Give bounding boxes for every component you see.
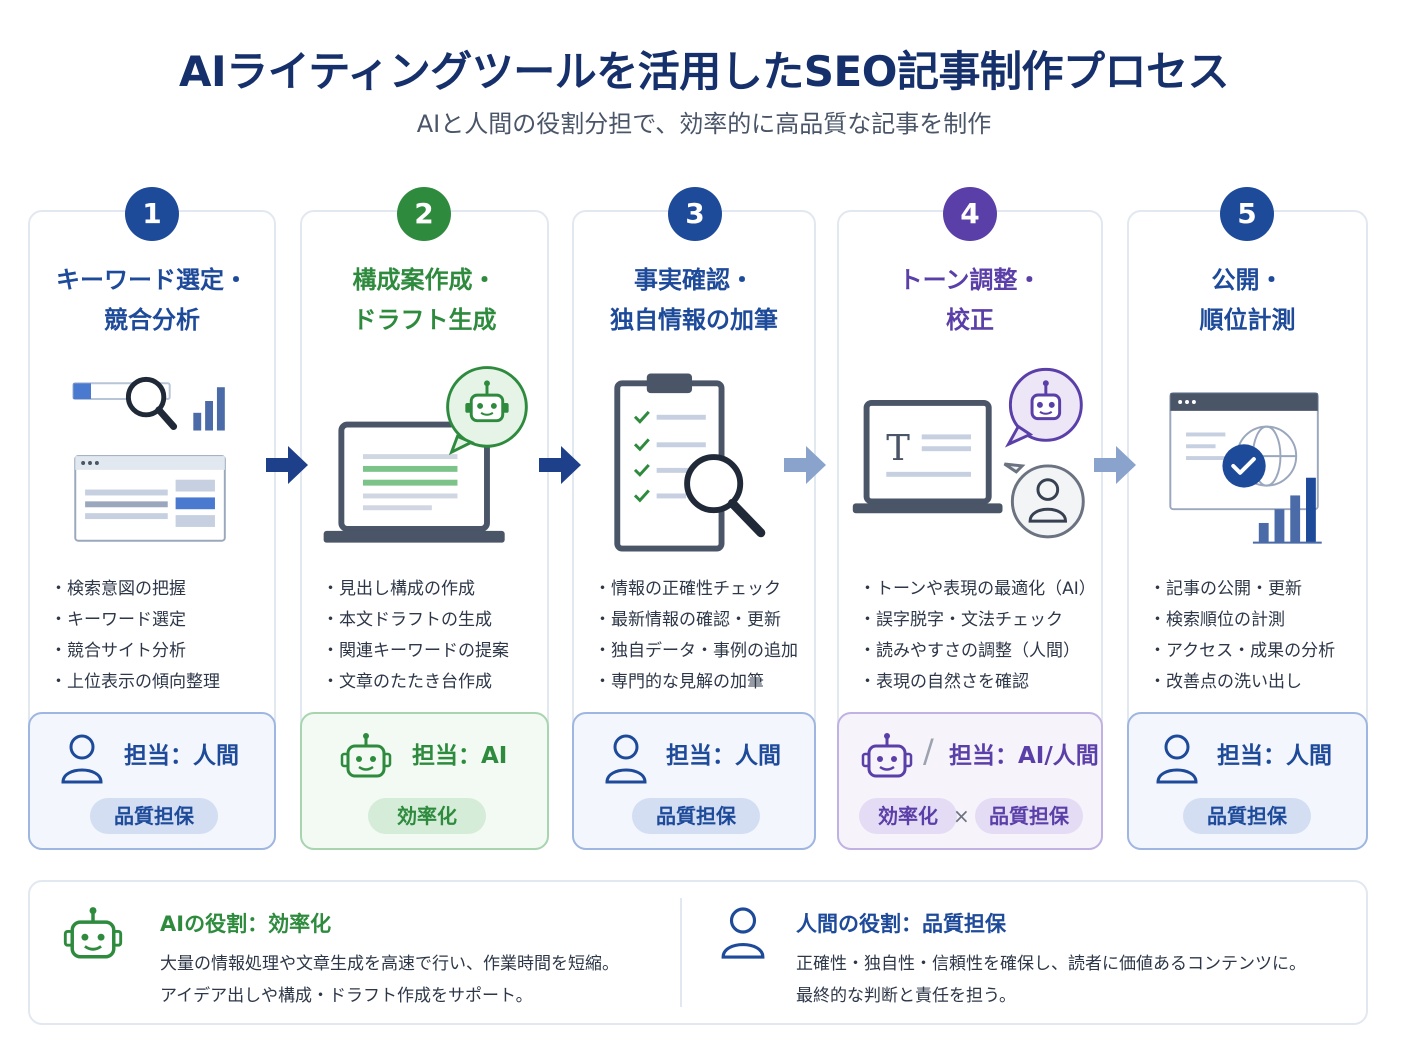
human-role-heading: 人間の役割：品質担保 xyxy=(796,912,1006,936)
role-box: 担当：人間 品質担保 xyxy=(1127,712,1368,850)
laptop-robot-icon xyxy=(323,366,528,543)
efficiency-pill: 効率化 xyxy=(859,798,957,834)
step-title: 構成案作成・ ドラフト生成 xyxy=(352,266,497,334)
role-label: 担当：人間 xyxy=(1217,743,1332,769)
role-label: 担当：AI xyxy=(412,743,508,769)
text-editor-icon: T xyxy=(852,367,1085,539)
step-number-2: 2 xyxy=(397,187,451,241)
arrow-right-icon xyxy=(539,446,581,484)
role-box: 担当：人間 品質担保 xyxy=(28,712,276,850)
step-title: トーン調整・ 校正 xyxy=(898,266,1042,334)
quality-pill: 品質担保 xyxy=(90,798,218,834)
person-icon xyxy=(721,907,765,959)
step-number-4: 4 xyxy=(943,187,997,241)
role-box: 担当：AI 効率化 xyxy=(300,712,549,850)
role-summary-panel: AIの役割：効率化 大量の情報処理や文章生成を高速で行い、作業時間を短縮。 アイ… xyxy=(28,880,1368,1025)
role-label: 担当：人間 xyxy=(666,743,781,769)
robot-icon xyxy=(63,907,123,959)
step-card-3: 事実確認・ 独自情報の加筆 情報の正確性チェック 最新情報の確認・更新 独自デー… xyxy=(572,210,816,850)
role-label: 担当：人間 xyxy=(124,743,239,769)
svg-text:T: T xyxy=(886,428,910,469)
person-icon xyxy=(61,734,103,784)
step-title: キーワード選定・ 競合分析 xyxy=(56,266,248,334)
ai-role-description: 大量の情報処理や文章生成を高速で行い、作業時間を短縮。 アイデア出しや構成・ドラ… xyxy=(160,954,619,1006)
step-card-5: 公開・ 順位計測 記事の公開・更新 検索順位の計測 アクセス・成果の分析 改善点… xyxy=(1127,210,1368,850)
person-icon xyxy=(1156,734,1198,784)
step-bullets: 検索意図の把握 キーワード選定 競合サイト分析 上位表示の傾向整理 xyxy=(50,574,268,698)
step-bullets: 記事の公開・更新 検索順位の計測 アクセス・成果の分析 改善点の洗い出し xyxy=(1149,574,1360,698)
step-bullets: 情報の正確性チェック 最新情報の確認・更新 独自データ・事例の追加 専門的な見解… xyxy=(594,574,808,698)
step-number-1: 1 xyxy=(125,187,179,241)
quality-pill: 品質担保 xyxy=(975,798,1083,834)
human-role-description: 正確性・独自性・信頼性を確保し、読者に価値あるコンテンツに。 最終的な判断と責任… xyxy=(796,954,1306,1006)
ai-role-heading: AIの役割：効率化 xyxy=(160,912,332,936)
step-bullets: 見出し構成の作成 本文ドラフトの生成 関連キーワードの提案 文章のたたき台作成 xyxy=(322,574,541,698)
publish-globe-icon xyxy=(1169,392,1322,544)
step-card-2: 構成案作成・ ドラフト生成 見出し構成の作成 本文ドラフトの生成 関連キーワード… xyxy=(300,210,549,850)
summary-divider xyxy=(680,898,682,1007)
efficiency-pill: 効率化 xyxy=(368,798,486,834)
person-icon xyxy=(605,734,647,784)
arrow-right-icon xyxy=(1094,446,1136,484)
robot-icon xyxy=(340,733,392,778)
page-title: AIライティングツールを活用したSEO記事制作プロセス xyxy=(179,47,1229,96)
quality-pill: 品質担保 xyxy=(1183,798,1311,834)
step-number-3: 3 xyxy=(668,187,722,241)
slash-divider: / xyxy=(923,732,934,770)
robot-icon xyxy=(861,733,913,778)
page-subtitle: AIと人間の役割分担で、効率的に高品質な記事を制作 xyxy=(416,110,992,138)
keyword-search-icon xyxy=(72,376,226,542)
quality-pill: 品質担保 xyxy=(632,798,760,834)
times-symbol: × xyxy=(953,804,970,828)
clipboard-check-icon xyxy=(614,373,766,552)
step-title: 事実確認・ 独自情報の加筆 xyxy=(610,266,778,334)
role-box: / 担当：AI/人間 効率化 × 品質担保 xyxy=(837,712,1103,850)
arrow-right-icon xyxy=(266,446,308,484)
step-number-5: 5 xyxy=(1220,187,1274,241)
role-label: 担当：AI/人間 xyxy=(949,743,1099,769)
step-bullets: トーンや表現の最適化（AI） 誤字脱字・文法チェック 読みやすさの調整（人間） … xyxy=(859,574,1096,698)
step-title: 公開・ 順位計測 xyxy=(1199,266,1296,334)
step-card-1: キーワード選定・ 競合分析 検索意図の把握 キーワード選定 競合サイト分析 上位… xyxy=(28,210,276,850)
role-box: 担当：人間 品質担保 xyxy=(572,712,816,850)
arrow-right-icon xyxy=(784,446,826,484)
step-card-4: トーン調整・ 校正 T トーンや表現の最適化（AI） 誤字脱字・文法チェック 読… xyxy=(837,210,1103,850)
